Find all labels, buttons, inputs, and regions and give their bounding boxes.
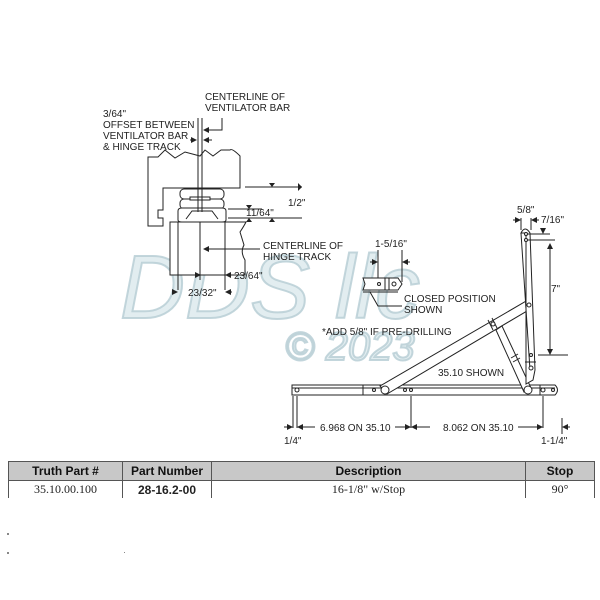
label-5-8: 5/8" [517, 205, 535, 216]
cross-section-view [147, 118, 302, 295]
label-offset-3: & HINGE TRACK [103, 142, 181, 153]
label-add-note: *ADD 5/8" IF PRE-DRILLING [322, 327, 452, 338]
stray-mark [124, 552, 125, 553]
watermark-copyright-outline: © 2023 [285, 325, 415, 369]
watermark-copyright: © 2023 [285, 325, 415, 369]
parts-table: Truth Part # Part Number Description Sto… [8, 461, 595, 498]
table-row: 35.10.00.100 28-16.2-00 16-1/8" w/Stop 9… [8, 480, 595, 498]
label-centerline-hinge-2: HINGE TRACK [263, 252, 331, 263]
header-stop: Stop [525, 461, 595, 481]
label-offset-value: 3/64" [103, 109, 126, 120]
label-quarter: 1/4" [284, 436, 302, 447]
label-half-inch: 1/2" [288, 198, 306, 209]
cell-part-number: 28-16.2-00 [122, 480, 212, 498]
label-closed-1: CLOSED POSITION [404, 294, 496, 305]
cross-section-labels: CENTERLINE OF VENTILATOR BAR 3/64" OFFSE… [103, 92, 343, 299]
hinge-dimensions [284, 217, 570, 434]
label-23-32: 23/32" [188, 288, 217, 299]
label-centerline-ventilator-2: VENTILATOR BAR [205, 103, 290, 114]
label-35-10-shown: 35.10 SHOWN [438, 368, 504, 379]
hinge-labels: 5/8" 7/16" 7" 35.10 SHOWN 1/4" 6.968 ON … [284, 205, 568, 447]
label-7-16: 7/16" [541, 215, 564, 226]
closed-position-labels: 1-5/16" CLOSED POSITION SHOWN *ADD 5/8" … [322, 239, 496, 338]
stray-mark [7, 533, 9, 535]
label-23-64: 23/64" [234, 271, 263, 282]
label-1-5-16: 1-5/16" [375, 239, 407, 250]
header-description: Description [211, 461, 526, 481]
label-centerline-hinge-1: CENTERLINE OF [263, 241, 343, 252]
hinge-assembly [291, 228, 558, 396]
label-centerline-ventilator-1: CENTERLINE OF [205, 92, 285, 103]
label-dim-right: 8.062 ON 35.10 [443, 423, 514, 434]
header-truth-part: Truth Part # [8, 461, 123, 481]
stray-mark [7, 552, 9, 554]
label-7-inch: 7" [551, 284, 561, 295]
label-dim-left: 6.968 ON 35.10 [320, 423, 391, 434]
cell-truth-part: 35.10.00.100 [8, 480, 123, 498]
label-offset-2: VENTILATOR BAR [103, 131, 188, 142]
cell-description: 16-1/8" w/Stop [211, 480, 526, 498]
header-part-number: Part Number [122, 461, 212, 481]
closed-position-detail [362, 250, 410, 307]
label-one-quarter: 1-1/4" [541, 436, 568, 447]
table-header-row: Truth Part # Part Number Description Sto… [8, 461, 595, 481]
label-offset-1: OFFSET BETWEEN [103, 120, 195, 131]
cell-stop: 90° [525, 480, 595, 498]
label-closed-2: SHOWN [404, 305, 442, 316]
label-eleven-64: 11/64" [246, 208, 274, 219]
